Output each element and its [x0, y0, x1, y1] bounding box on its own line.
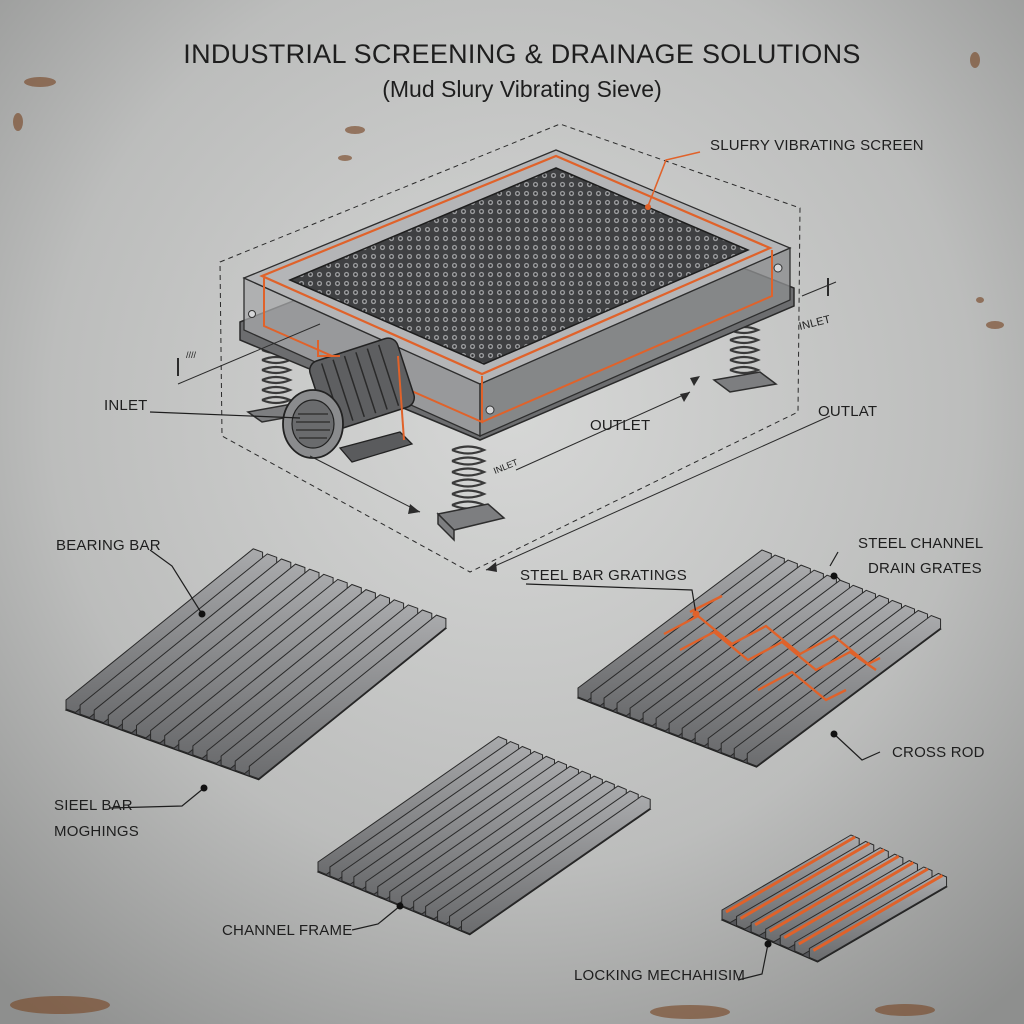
locking-rod	[812, 874, 944, 952]
grating-leader-lines	[109, 549, 881, 981]
screen-leader-dot	[645, 204, 651, 210]
locking-mechanism-label: LOCKING MECHAHISIM	[574, 967, 745, 984]
bearing-bar-label: BEARING BAR	[56, 537, 161, 554]
channel-frame-label: CHANNEL FRAME	[222, 922, 352, 939]
screen-label: SLUFRY VIBRATING SCREEN	[710, 137, 924, 154]
sieve-orange-wall-outline-right	[481, 250, 773, 423]
channel-frame-grating-bar	[461, 795, 651, 935]
locking-rod	[783, 861, 914, 939]
locking-rod	[798, 867, 929, 946]
frame-bolts	[248, 263, 783, 415]
locking-rod	[768, 854, 900, 933]
dimension-lines	[177, 278, 837, 571]
steel-bar-gratings-dot	[692, 610, 700, 618]
steel-channel-label-line2: DRAIN GRATES	[868, 560, 982, 577]
steel-channel-label-line1: STEEL CHANNEL	[858, 535, 983, 552]
sieve-orange-frame-outline	[259, 154, 773, 376]
vibration-motor	[282, 337, 416, 463]
steel-bar-label-line2: MOGHINGS	[54, 823, 139, 840]
outlat-label: OUTLAT	[818, 403, 877, 420]
channel-frame-grating	[316, 736, 652, 936]
sieve-mesh-screen	[288, 167, 750, 365]
page-subtitle: (Mud Slury Vibrating Sieve)	[382, 76, 662, 102]
locking-rods	[725, 835, 944, 952]
steel-channel-drain-grating	[576, 549, 942, 768]
dimension-arrowheads	[408, 376, 700, 572]
dimension-mark-left: ////	[186, 350, 197, 360]
steel-bar-label-line1: SIEEL BAR	[54, 797, 133, 814]
steel-bar-gratings-label: STEEL BAR GRATINGS	[520, 567, 687, 584]
vibrating-sieve: //// INLET INLET SLUFRY VIBRATING SCREEN…	[104, 123, 924, 573]
grating-panels	[64, 548, 948, 963]
inlet-label: INLET	[104, 397, 148, 414]
locking-mechanism-grating-bar	[808, 872, 948, 962]
locking-mechanism-grating	[720, 834, 948, 963]
outlet-label: OUTLET	[590, 417, 650, 434]
locking-rod	[754, 848, 885, 927]
page-title: INDUSTRIAL SCREENING & DRAINAGE SOLUTION…	[183, 39, 860, 69]
bearing-bar-grating	[64, 548, 448, 781]
cross-rod-label: CROSS ROD	[892, 744, 985, 761]
screen-leader-line	[647, 151, 701, 207]
locking-rod	[739, 842, 871, 920]
rust-spots	[10, 52, 1004, 1019]
cross-rods	[663, 594, 881, 702]
grating-leader-dots	[198, 572, 838, 948]
inlet-leader-line	[149, 411, 301, 419]
locking-rod	[725, 835, 856, 914]
bearing-bar-grating-bar	[248, 614, 447, 780]
